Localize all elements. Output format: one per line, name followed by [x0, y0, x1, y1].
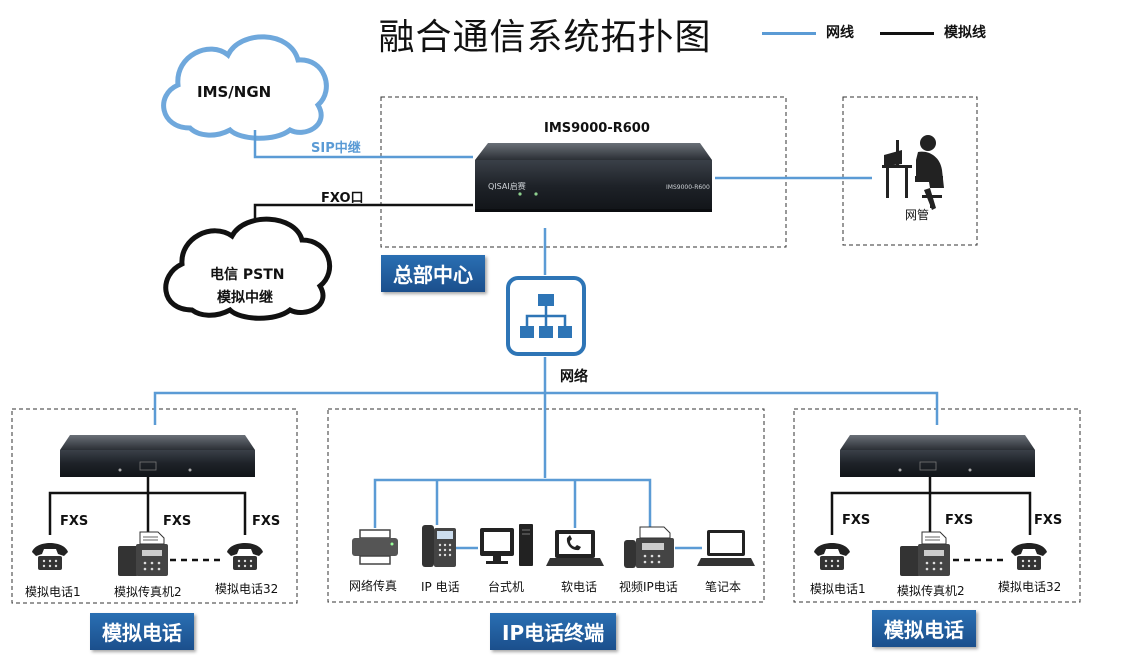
hq-device-face-model: IMS9000-R600 [666, 184, 710, 191]
legend-network: 网线 [762, 22, 854, 42]
right-phone-32-icon [1011, 543, 1047, 570]
left-fxs-label-3: FXS [252, 514, 281, 529]
desktop-pc-icon [480, 524, 533, 566]
ip-bus-line [373, 478, 652, 528]
right-device-label-3: 模拟电话32 [998, 580, 1062, 594]
network-fax-icon [352, 529, 398, 565]
legend-analog: 模拟线 [880, 22, 986, 42]
right-phone-1-icon [814, 543, 850, 570]
nms-label: 网管 [905, 208, 930, 222]
ip-device-label-2: IP 电话 [421, 580, 460, 594]
network-label: 网络 [560, 369, 588, 385]
legend-network-swatch [762, 31, 816, 35]
legend-analog-label: 模拟线 [944, 25, 986, 41]
right-branch-device [840, 435, 1035, 477]
branch-bus-line [153, 391, 939, 425]
ip-device-label-1: 网络传真 [349, 579, 398, 593]
ip-device-label-4: 软电话 [561, 580, 598, 594]
hq-device: QISAI启赛 IMS9000-R600 [475, 143, 712, 212]
softphone-icon [546, 530, 604, 566]
laptop-icon [697, 530, 755, 566]
hq-device-brand: QISAI启赛 [488, 181, 526, 191]
fxo-line [253, 203, 473, 220]
right-fxs-label-2: FXS [945, 513, 974, 528]
hq-device-model: IMS9000-R600 [544, 121, 650, 136]
network-switch-icon [506, 276, 586, 356]
ip-terminals-badge: IP电话终端 [490, 613, 617, 650]
ip-phone-icon [422, 525, 456, 567]
pstn-cloud-label-2: 模拟中继 [217, 290, 273, 306]
fxo-label: FXO口 [321, 191, 364, 206]
pstn-cloud [163, 216, 333, 321]
video-ip-phone-icon [624, 526, 674, 568]
page-title: 融合通信系统拓扑图 [378, 17, 712, 58]
left-phone-32-icon [227, 543, 263, 570]
right-device-label-1: 模拟电话1 [810, 582, 866, 596]
left-device-label-3: 模拟电话32 [215, 582, 279, 596]
legend-analog-swatch [880, 31, 934, 35]
legend-network-label: 网线 [826, 25, 854, 41]
ip-device-label-3: 台式机 [488, 580, 525, 594]
analog-lines [48, 203, 1032, 562]
hq-region [380, 96, 787, 248]
ip-device-label-5: 视频IP电话 [619, 580, 678, 594]
left-branch-badge: 模拟电话 [90, 613, 194, 650]
left-fxs-label-2: FXS [163, 514, 192, 529]
hq-badge: 总部中心 [381, 255, 485, 292]
sip-trunk-label: SIP中继 [311, 141, 361, 156]
right-device-label-2: 模拟传真机2 [897, 584, 965, 598]
ip-device-label-6: 笔记本 [705, 580, 742, 594]
right-fax-icon [900, 531, 950, 576]
ims-cloud-label: IMS/NGN [197, 83, 272, 101]
right-branch-badge: 模拟电话 [872, 610, 976, 647]
nms-region [842, 96, 978, 246]
left-device-label-2: 模拟传真机2 [114, 585, 182, 599]
ims-cloud [161, 34, 329, 141]
network-lines [153, 130, 939, 550]
right-fxs-label-3: FXS [1034, 513, 1063, 528]
right-fxs-label-1: FXS [842, 513, 871, 528]
left-fax-icon [118, 531, 168, 576]
left-device-label-1: 模拟电话1 [25, 585, 81, 599]
nms-operator-icon [882, 135, 944, 210]
left-phone-1-icon [32, 543, 68, 570]
sip-trunk-line [253, 130, 473, 159]
left-fxs-label-1: FXS [60, 514, 89, 529]
left-branch-device [60, 435, 255, 477]
pstn-cloud-label-1: 电信 PSTN [210, 267, 285, 283]
